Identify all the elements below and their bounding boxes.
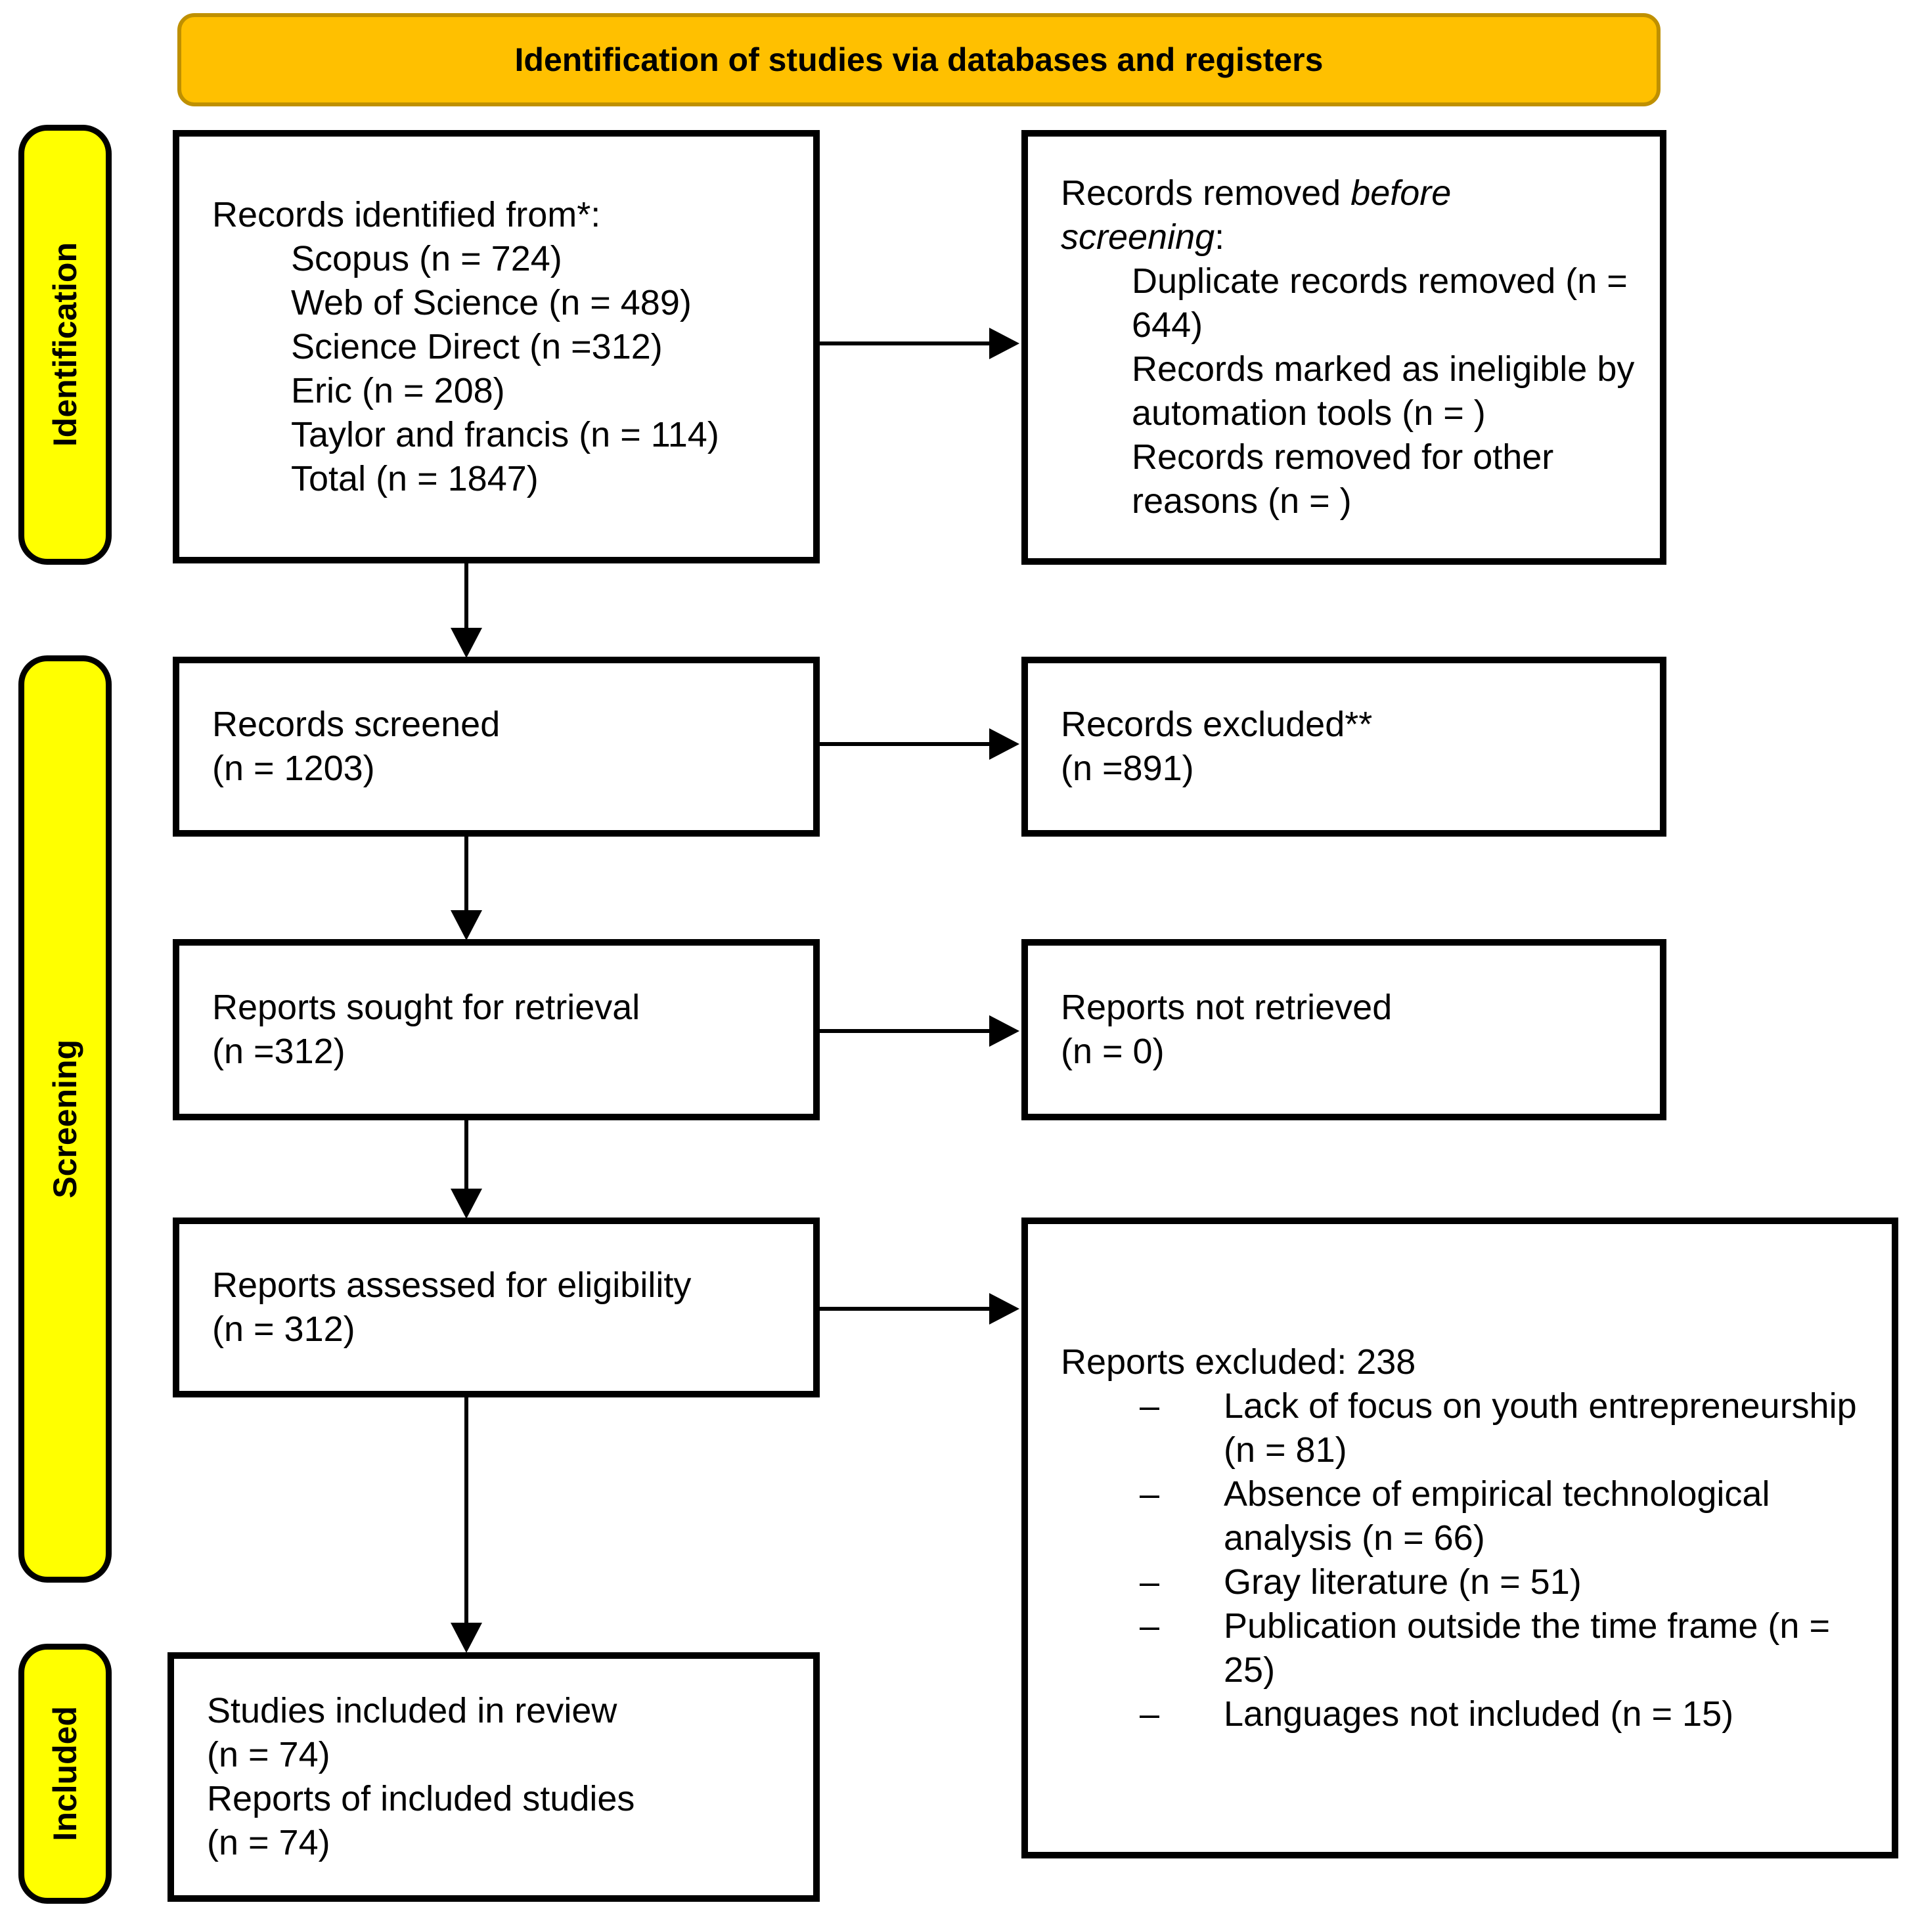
box-reports-not-retrieved: Reports not retrieved (n = 0) [1021,939,1666,1120]
arrow-identified-to-screened-head [451,628,482,658]
exclusion-reason-2-text: Absence of empirical technological analy… [1224,1474,1770,1558]
exclusion-reason-2: – Absence of empirical technological ana… [1061,1472,1876,1560]
box-records-screened: Records screened (n = 1203) [173,657,820,837]
arrow-sought-to-notretrieved-head [989,1015,1019,1047]
stage-label-screening-text: Screening [47,1040,83,1198]
arrow-assessed-to-reportsexcluded-line [820,1307,991,1311]
records-removed-intro: Records removed before screening: [1061,171,1573,259]
removed-item-duplicates: Duplicate records removed (n = 644) [1132,261,1628,345]
arrow-screened-to-sought-line [464,835,468,913]
dash-marker: – [1140,1606,1160,1646]
arrow-assessed-to-reportsexcluded-head [989,1293,1019,1325]
arrow-identified-to-screened-line [464,562,468,630]
studies-included-line1: Studies included in review [207,1691,617,1730]
box-reports-excluded: Reports excluded: 238 – Lack of focus on… [1021,1218,1898,1858]
source-item-science-direct: Science Direct (n =312) [291,326,663,366]
removed-item-other: Records removed for other reasons (n = ) [1132,437,1554,521]
arrow-sought-to-assessed-line [464,1119,468,1191]
records-identified-intro: Records identified from*: [212,194,601,234]
arrow-assessed-to-included-head [451,1623,482,1653]
exclusion-reason-4: – Publication outside the time frame (n … [1061,1604,1876,1692]
records-excluded-line1: Records excluded** [1061,705,1373,744]
arrow-identified-to-removed-head [989,328,1019,359]
arrow-screened-to-sought-head [451,910,482,940]
records-screened-line1: Records screened [212,705,501,744]
box-reports-assessed: Reports assessed for eligibility (n = 31… [173,1218,820,1397]
source-item-total: Total (n = 1847) [291,458,539,498]
box-studies-included: Studies included in review (n = 74) Repo… [167,1652,820,1902]
records-removed-intro-suffix: : [1215,217,1225,257]
arrow-assessed-to-included-line [464,1396,468,1625]
dash-marker: – [1140,1386,1160,1426]
exclusion-reason-5: – Languages not included (n = 15) [1061,1692,1876,1736]
studies-included-line4: (n = 74) [207,1823,330,1862]
records-removed-intro-prefix: Records removed [1061,173,1351,213]
source-item-web-of-science: Web of Science (n = 489) [291,282,692,322]
studies-included-line2: (n = 74) [207,1735,330,1774]
stage-label-included-text: Included [47,1706,83,1841]
source-item-scopus: Scopus (n = 724) [291,238,562,278]
exclusion-reason-5-text: Languages not included (n = 15) [1224,1694,1734,1734]
reports-assessed-line1: Reports assessed for eligibility [212,1265,692,1305]
removed-item-automation: Records marked as ineligible by automati… [1132,349,1635,433]
exclusion-reason-3-text: Gray literature (n = 51) [1224,1562,1582,1602]
arrow-screened-to-excluded-line [820,742,991,746]
records-excluded-line2: (n =891) [1061,749,1194,788]
records-screened-line2: (n = 1203) [212,749,375,788]
reports-not-retrieved-line1: Reports not retrieved [1061,988,1393,1027]
exclusion-reason-3: – Gray literature (n = 51) [1061,1560,1876,1604]
diagram-title-banner: Identification of studies via databases … [177,13,1661,106]
source-item-taylor-francis: Taylor and francis (n = 114) [291,414,719,454]
exclusion-reason-1-text: Lack of focus on youth entrepreneurship … [1224,1386,1857,1470]
box-reports-sought: Reports sought for retrieval (n =312) [173,939,820,1120]
source-item-eric: Eric (n = 208) [291,370,505,410]
arrow-identified-to-removed-line [820,341,991,345]
stage-label-identification: Identification [18,125,112,565]
arrow-sought-to-assessed-head [451,1189,482,1219]
reports-excluded-intro: Reports excluded: 238 [1061,1342,1416,1382]
studies-included-line3: Reports of included studies [207,1779,635,1818]
exclusion-reason-4-text: Publication outside the time frame (n = … [1224,1606,1830,1690]
dash-marker: – [1140,1562,1160,1602]
arrow-sought-to-notretrieved-line [820,1029,991,1033]
reports-not-retrieved-line2: (n = 0) [1061,1032,1165,1071]
records-removed-intro-italic: before screening [1061,173,1452,257]
box-records-removed: Records removed before screening: Duplic… [1021,130,1666,565]
reports-assessed-line2: (n = 312) [212,1309,355,1349]
box-records-excluded: Records excluded** (n =891) [1021,657,1666,837]
stage-label-identification-text: Identification [47,242,83,447]
reports-sought-line2: (n =312) [212,1032,346,1071]
reports-sought-line1: Reports sought for retrieval [212,988,640,1027]
dash-marker: – [1140,1474,1160,1514]
stage-label-screening: Screening [18,655,112,1583]
dash-marker: – [1140,1694,1160,1734]
arrow-screened-to-excluded-head [989,728,1019,760]
exclusion-reason-1: – Lack of focus on youth entrepreneurshi… [1061,1384,1876,1472]
stage-label-included: Included [18,1644,112,1904]
box-records-identified: Records identified from*: Scopus (n = 72… [173,130,820,563]
diagram-title: Identification of studies via databases … [514,41,1324,78]
